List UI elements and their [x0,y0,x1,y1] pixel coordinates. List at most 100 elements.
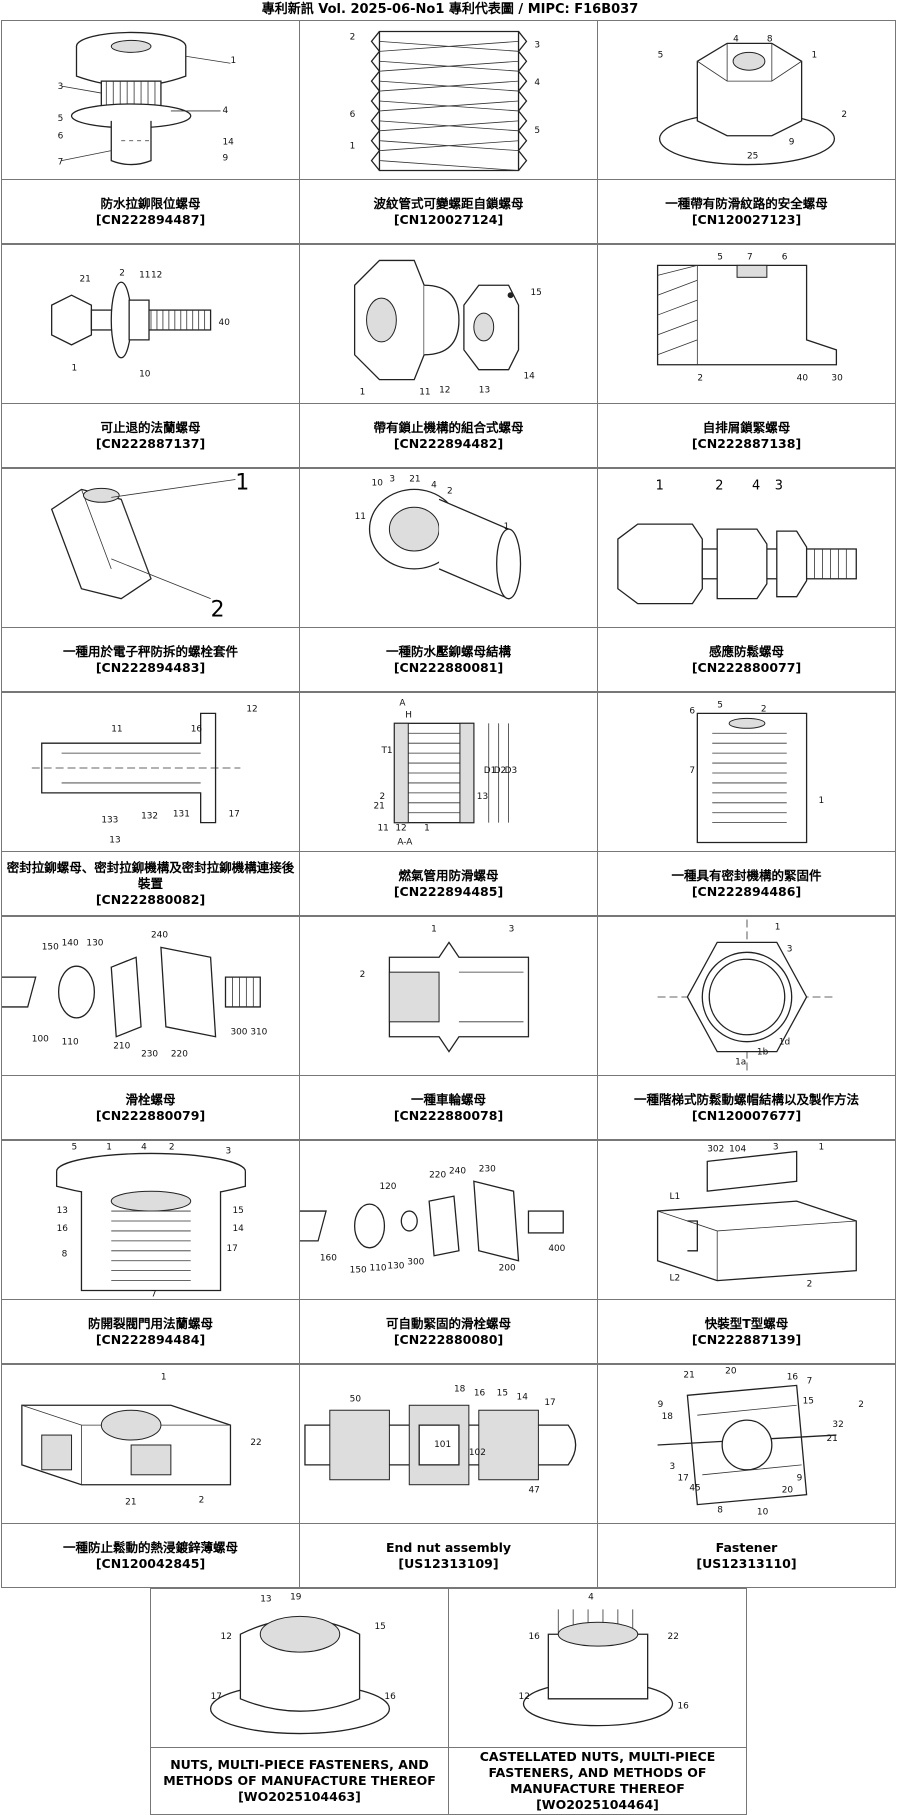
part-label: 400 [548,1244,565,1254]
part-label: 5 [717,252,723,262]
part-label: 300 [407,1258,424,1268]
part-label: 47 [528,1486,539,1496]
patent-number: [CN222894482] [394,436,503,452]
part-label: 220 [429,1170,446,1180]
part-label: 13 [477,792,488,802]
part-label: 20 [782,1486,794,1496]
part-label: 1 [350,142,356,152]
patent-caption: 滑栓螺母 [CN222880079] [2,1076,299,1139]
part-label: 16 [474,1388,486,1398]
part-label: 7 [689,766,695,776]
part-label: 14 [232,1224,244,1234]
part-label: 1 [106,1142,112,1152]
patent-caption: Fastener [US12313110] [598,1524,895,1587]
part-label: 30 [831,374,843,384]
part-label: 3 [773,1142,779,1152]
patent-title: 一種防止鬆動的熱浸鍍鋅薄螺母 [63,1540,238,1556]
part-label: 5 [534,126,540,136]
part-label: 6 [782,252,788,262]
grid-row: 21 2 11 12 40 10 1 可止退的法蘭螺母 [CN222887137… [1,244,898,468]
part-label: 17 [228,810,239,820]
part-label: 220 [171,1050,188,1060]
patent-cell: 160 150 110 120 130 300 220 240 230 200 … [299,1140,598,1364]
part-label: 21 [125,1498,136,1508]
part-label: 19 [290,1592,302,1602]
part-label: 2 [761,704,767,714]
part-label: 2 [211,598,225,623]
part-label: 9 [789,138,795,148]
patent-title: 防開裂閥門用法蘭螺母 [88,1316,213,1332]
part-label: 16 [787,1372,799,1382]
part-label: 240 [449,1166,466,1176]
patent-title: 帶有鎖止機構的組合式螺母 [373,420,523,436]
hex-flange-nut-drawing-icon: 5 4 8 1 2 9 25 [598,21,895,179]
part-label: 2 [715,478,723,493]
patent-title: End nut assembly [386,1540,511,1556]
part-label: 12 [246,704,257,714]
part-label: 11 [377,824,388,834]
patent-cell: 5 4 8 1 2 9 25 一種帶有防滑紋路的安全螺母 [CN12002712… [597,20,896,244]
part-label: 240 [151,930,168,940]
part-label: 6 [350,110,356,120]
part-label: 12 [439,386,450,396]
patent-title: 波紋管式可變螺距自鎖螺母 [373,196,523,212]
part-label: 22 [668,1632,679,1642]
part-label: 12 [151,270,162,280]
patent-caption: NUTS, MULTI-PIECE FASTENERS, AND METHODS… [151,1748,448,1814]
patent-caption: 可自動緊固的滑栓螺母 [CN222880080] [300,1300,597,1363]
part-label: 4 [141,1142,147,1152]
patent-cell: 3 21 4 10 2 1 11 一種防水壓鉚螺母結構 [CN222880081… [299,468,598,692]
part-label: 45 [689,1484,700,1494]
patent-number: [CN222887138] [692,436,801,452]
part-label: 16 [528,1632,540,1642]
patent-cell: 1 2 一種用於電子秤防拆的螺栓套件 [CN222894483] [1,468,300,692]
patent-title: 滑栓螺母 [125,1092,175,1108]
part-label: 6 [58,132,64,142]
patent-cell: 21 2 11 12 40 10 1 可止退的法蘭螺母 [CN222887137… [1,244,300,468]
part-label: 150 [42,942,59,952]
part-label: 132 [141,812,158,822]
part-label: 3 [775,478,783,493]
patent-title: 可止退的法蘭螺母 [100,420,200,436]
part-label: 20 [725,1366,737,1376]
part-label: 10 [757,1508,769,1518]
patent-cell: 4 16 22 12 16 CASTELLATED NUTS, MULTI-PI… [448,1588,747,1815]
patent-drawing: 1 2 [2,469,299,628]
slide-bolt-exploded-icon: 150 140 130 240 100 110 210 230 220 300 … [2,917,299,1075]
patent-drawing: 160 150 110 120 130 300 220 240 230 200 … [300,1141,597,1300]
patent-number: [CN222880081] [394,660,503,676]
patent-cell: 13 19 12 15 17 16 NUTS, MULTI-PIECE FAST… [150,1588,449,1815]
patent-number: [US12313109] [398,1556,498,1572]
end-nut-assembly-section-icon: 50 101 18 16 15 14 17 102 47 [300,1365,597,1523]
part-label: 200 [499,1264,516,1274]
patent-drawing: 13 19 12 15 17 16 [151,1589,448,1748]
patent-drawing: 5 1 4 2 3 13 16 8 15 14 17 7 [2,1141,299,1300]
part-label: 2 [350,32,356,42]
patent-number: [CN222894484] [96,1332,205,1348]
part-label: 15 [530,288,541,298]
patent-cell: 1 2 4 3 感應防鬆螺母 [CN222880077] [597,468,896,692]
grid-row: 5 1 4 2 3 13 16 8 15 14 17 7 [1,1140,898,1364]
part-label: 10 [372,478,384,488]
part-label: 14 [523,372,535,382]
part-label: 3 [534,40,540,50]
part-label: 1d [779,1038,790,1048]
part-label: 4 [431,480,437,490]
grid-row: 1 22 21 2 一種防止鬆動的熱浸鍍鋅薄螺母 [CN120042845] [1,1364,898,1588]
bellows-nut-drawing-icon: 2 3 4 6 5 1 [300,21,597,179]
part-label: 50 [350,1394,362,1404]
part-label: 12 [519,1692,530,1702]
patent-title: 可自動緊固的滑栓螺母 [386,1316,511,1332]
part-label: 110 [370,1264,387,1274]
patent-cell: 1 3 1d 1a 1b 一種階梯式防鬆動螺帽結構以及製作方法 [CN12000… [597,916,896,1140]
part-label: 15 [497,1388,508,1398]
part-label: 4 [223,106,229,116]
part-label: 1 [230,56,236,66]
part-label: 3 [58,82,64,92]
part-label: 5 [717,700,723,710]
patent-number: [CN222887137] [96,436,205,452]
bolt-sensing-nut-drawing-icon: 1 2 4 3 [598,469,895,627]
part-label: 13 [260,1594,271,1604]
patent-title: 一種防水壓鉚螺母結構 [386,644,511,660]
part-label: 17 [544,1398,555,1408]
